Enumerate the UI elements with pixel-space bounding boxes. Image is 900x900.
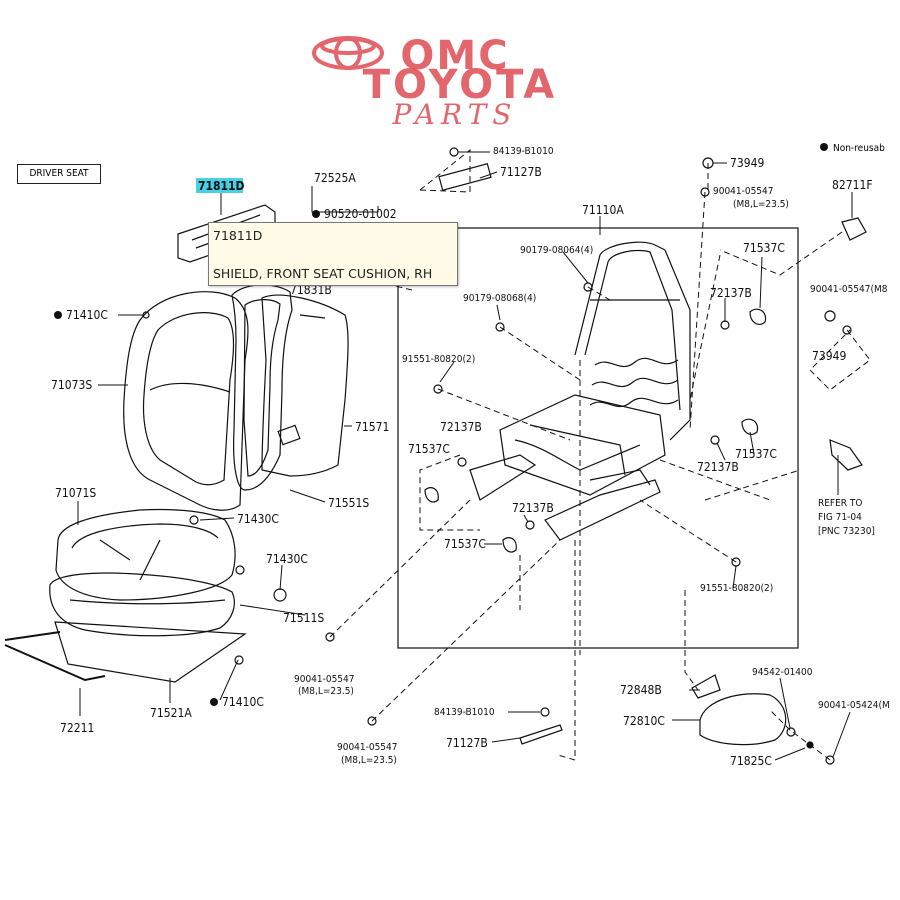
part-91551-80820-left[interactable]: 91551-80820(2) — [402, 354, 476, 365]
part-71430c-upper[interactable]: 71430C — [237, 512, 279, 526]
toyota-emblem-icon — [312, 36, 384, 70]
seat-wire-drawing — [4, 631, 106, 682]
part-71430c-lower[interactable]: 71430C — [266, 552, 308, 566]
part-71537c-right-upper[interactable]: 71537C — [743, 241, 785, 255]
part-84139-b1010-bottom[interactable]: 84139-B1010 — [434, 707, 495, 718]
part-90041-05547-far-right[interactable]: 90041-05547(M8 — [810, 284, 888, 295]
part-71073s[interactable]: 71073S — [51, 378, 93, 392]
part-72211[interactable]: 72211 — [60, 721, 95, 735]
part-72137b-right-upper[interactable]: 72137B — [710, 286, 752, 300]
part-73949-top[interactable]: 73949 — [730, 156, 765, 170]
refer-to-line2[interactable]: FIG 71-04 — [818, 512, 862, 523]
part-90041-05547-bottom[interactable]: 90041-05547 — [337, 742, 398, 753]
part-71811d[interactable]: 71811D — [198, 179, 245, 193]
part-71071s[interactable]: 71071S — [55, 486, 97, 500]
part-72137b-bottom[interactable]: 72137B — [512, 501, 554, 515]
part-71551s[interactable]: 71551S — [328, 496, 370, 510]
part-71511s[interactable]: 71511S — [283, 611, 325, 625]
highlight-71811d — [196, 178, 243, 193]
seatback-cover-drawing — [123, 291, 249, 511]
logo-text-parts: PARTS — [392, 98, 518, 131]
part-71831b[interactable]: 71831B — [290, 283, 332, 297]
part-90041-05547-right[interactable]: 90041-05547 — [713, 186, 774, 197]
part-71127b-bottom[interactable]: 71127B — [446, 736, 488, 750]
part-72137b-right-lower[interactable]: 72137B — [697, 460, 739, 474]
frame-group-box — [397, 227, 799, 649]
part-71410c-top[interactable]: 71410C — [54, 308, 108, 322]
cushion-mat-drawing — [54, 621, 247, 683]
logo-text-omc: OMC — [400, 33, 510, 79]
leader-lines — [77, 151, 853, 761]
part-71571[interactable]: 71571 — [355, 420, 390, 434]
part-71127b-top[interactable]: 71127B — [500, 165, 542, 179]
part-72810c[interactable]: 72810C — [623, 714, 665, 728]
part-90041-05424[interactable]: 90041-05424(M — [818, 700, 890, 711]
part-71110a[interactable]: 71110A — [582, 203, 624, 217]
legend-non-reusable: Non-reusab — [820, 143, 885, 154]
part-82711f[interactable]: 82711F — [832, 178, 873, 192]
part-71521a[interactable]: 71521A — [150, 706, 192, 720]
part-72525a[interactable]: 72525A — [314, 171, 356, 185]
refer-to-line1: REFER TO — [818, 498, 863, 509]
part-tooltip: 71811D SHIELD, FRONT SEAT CUSHION, RH — [208, 222, 458, 286]
part-71825c[interactable]: 71825C — [730, 754, 772, 768]
part-90179-08064[interactable]: 90179-08064(4) — [520, 245, 594, 256]
part-72137b-left[interactable]: 72137B — [440, 420, 482, 434]
seat-frame-drawing — [469, 241, 691, 541]
part-71537c-bottom[interactable]: 71537C — [444, 537, 486, 551]
cushion-cover-drawing — [55, 508, 236, 601]
part-84139-b1010-top[interactable]: 84139-B1010 — [493, 146, 554, 157]
part-90041-05547-bottom-spec: (M8,L=23.5) — [341, 755, 397, 766]
refer-to-line3[interactable]: [PNC 73230] — [818, 526, 875, 537]
seatback-pad-drawing — [231, 284, 293, 491]
assembly-dashed-lines — [329, 148, 871, 761]
part-71537c-right-lower[interactable]: 71537C — [735, 447, 777, 461]
part-71410c-bottom[interactable]: 71410C — [210, 695, 264, 709]
seatback-board-drawing — [261, 294, 349, 477]
part-90179-08068[interactable]: 90179-08068(4) — [463, 293, 537, 304]
part-94542-01400[interactable]: 94542-01400 — [752, 667, 813, 678]
part-90520-01002[interactable]: 90520-01002 — [312, 207, 397, 221]
tooltip-part-number: 71811D — [213, 228, 263, 243]
part-91551-80820-right[interactable]: 91551-80820(2) — [700, 583, 774, 594]
part-90041-05547-right-spec: (M8,L=23.5) — [733, 199, 789, 210]
tooltip-description: SHIELD, FRONT SEAT CUSHION, RH — [213, 266, 433, 281]
driver-seat-label: DRIVER SEAT — [17, 164, 101, 184]
cushion-pad-drawing — [49, 572, 235, 637]
hardware-drawings — [142, 147, 867, 765]
part-90041-05547-left[interactable]: 90041-05547 — [294, 674, 355, 685]
part-90041-05547-left-spec: (M8,L=23.5) — [298, 686, 354, 697]
part-73949-right[interactable]: 73949 — [812, 349, 847, 363]
logo-text-toyota: TOYOTA — [362, 62, 558, 108]
part-72848b[interactable]: 72848B — [620, 683, 662, 697]
part-71537c-left[interactable]: 71537C — [408, 442, 450, 456]
